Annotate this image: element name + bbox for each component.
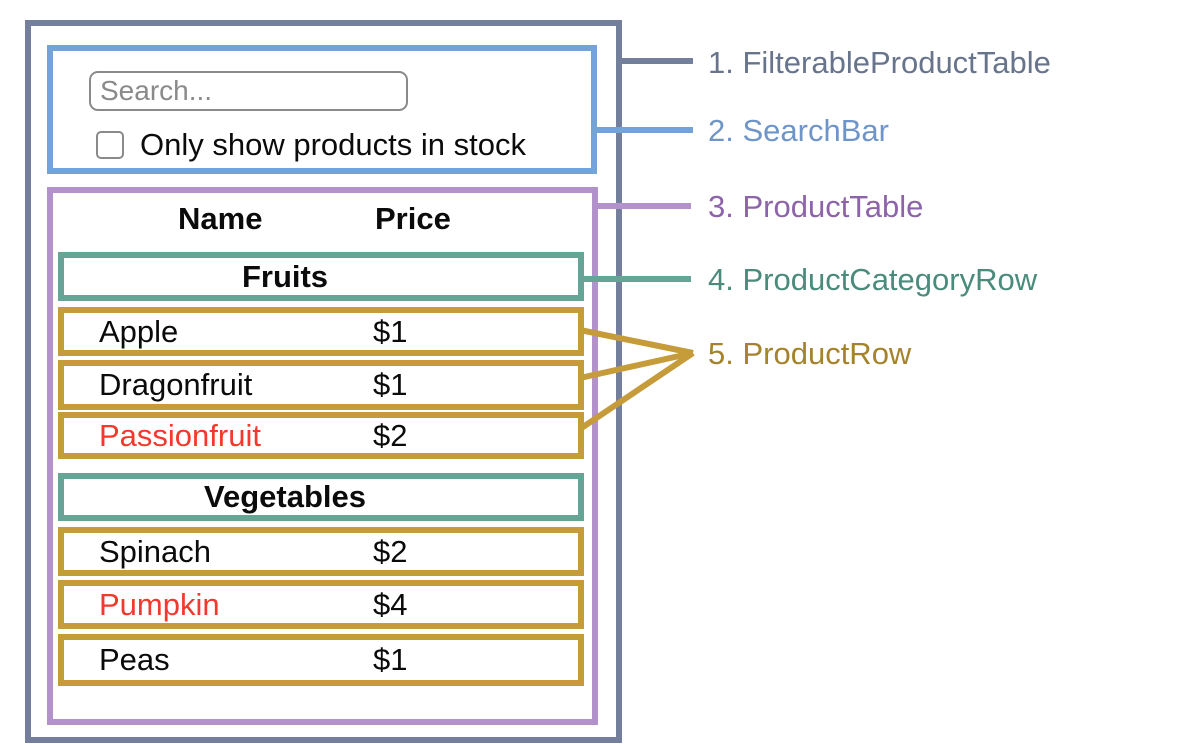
legend-product-category-row: 4. ProductCategoryRow xyxy=(708,262,1038,297)
product-price: $1 xyxy=(373,367,408,402)
category-label: Vegetables xyxy=(204,479,366,514)
product-row-peas: Peas $1 xyxy=(58,634,584,686)
product-name: Peas xyxy=(99,642,170,677)
column-header-name: Name xyxy=(178,201,263,236)
product-name: Dragonfruit xyxy=(99,367,253,402)
legend-product-row: 5. ProductRow xyxy=(708,336,912,371)
category-row-fruits: Fruits xyxy=(58,252,584,301)
product-row-passionfruit: Passionfruit $2 xyxy=(58,412,584,459)
column-header-price: Price xyxy=(375,201,451,236)
legend-filterable-product-table: 1. FilterableProductTable xyxy=(708,45,1051,80)
product-price: $4 xyxy=(373,586,408,622)
product-row-pumpkin: Pumpkin $4 xyxy=(58,580,584,629)
product-row-spinach: Spinach $2 xyxy=(58,527,584,576)
category-label: Fruits xyxy=(241,258,329,294)
in-stock-checkbox[interactable] xyxy=(96,131,124,159)
product-price: $2 xyxy=(373,533,408,569)
product-name: Pumpkin xyxy=(99,586,220,622)
product-price: $2 xyxy=(373,417,408,453)
product-row-dragonfruit: Dragonfruit $1 xyxy=(58,360,584,410)
legend-product-table: 3. ProductTable xyxy=(708,189,924,224)
search-input[interactable] xyxy=(89,71,408,111)
product-price: $1 xyxy=(373,313,408,349)
in-stock-checkbox-label: Only show products in stock xyxy=(140,127,526,162)
category-row-vegetables: Vegetables xyxy=(58,473,584,521)
product-name: Apple xyxy=(99,313,179,349)
product-name: Passionfruit xyxy=(99,417,261,453)
product-name: Spinach xyxy=(99,533,212,569)
product-row-apple: Apple $1 xyxy=(58,307,584,356)
product-price: $1 xyxy=(373,642,408,677)
legend-search-bar: 2. SearchBar xyxy=(708,113,889,148)
